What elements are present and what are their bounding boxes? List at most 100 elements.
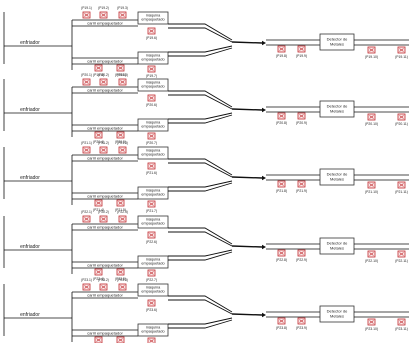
- sensor-label: (P21.3): [117, 141, 128, 145]
- sensor-box-icon[interactable]: [94, 131, 103, 139]
- sensor-box-icon[interactable]: [99, 78, 108, 86]
- cooler-label: enfriador: [20, 107, 40, 113]
- sensor-box-icon[interactable]: [116, 131, 125, 139]
- sensor-box-icon[interactable]: [297, 112, 306, 120]
- sensor-box-icon[interactable]: [367, 181, 376, 189]
- upper-conveyor-rails: [71, 291, 138, 342]
- sensor-label: (P22.1): [81, 210, 92, 214]
- sensor-box-icon[interactable]: [147, 27, 156, 35]
- sensor-label: (P19.8): [276, 54, 287, 58]
- sensor-box-icon[interactable]: [367, 113, 376, 121]
- sensor-box-icon[interactable]: [147, 299, 156, 307]
- sensor-box-icon[interactable]: [277, 249, 286, 257]
- sensor-box-icon[interactable]: [147, 231, 156, 239]
- merge-lines: [168, 158, 233, 192]
- sensor-box-icon[interactable]: [99, 11, 108, 19]
- sensor-box-icon[interactable]: [99, 146, 108, 154]
- sensor-label: (P22.5): [115, 277, 126, 281]
- sensor-box-icon[interactable]: [116, 336, 125, 343]
- sensor-label: (P19.4): [93, 73, 104, 77]
- sensor-box-icon[interactable]: [94, 199, 103, 207]
- packaging-line: enfriador(P21.1)(P21.2)(P21.3)carril emp…: [3, 141, 409, 213]
- sensor-mark: [299, 114, 304, 118]
- sensor-box-icon[interactable]: [297, 45, 306, 53]
- sensor-box-icon[interactable]: [397, 250, 406, 258]
- sensor-label: (P20.5): [115, 140, 126, 144]
- sensor-box-icon[interactable]: [82, 283, 91, 291]
- sensor-box-icon[interactable]: [147, 200, 156, 208]
- sensor-mark: [399, 115, 404, 119]
- machine-top-box: [137, 215, 169, 229]
- sensor-box-icon[interactable]: [147, 65, 156, 73]
- sensor-label: (P22.6): [146, 240, 157, 244]
- sensor-box-icon[interactable]: [147, 337, 156, 343]
- sensor-box-icon[interactable]: [116, 64, 125, 72]
- sensor-mark: [149, 134, 154, 138]
- sensor-box-icon[interactable]: [118, 146, 127, 154]
- sensor-mark: [84, 148, 89, 152]
- sensor-mark: [84, 80, 89, 84]
- packaging-line: enfriador(P20.1)(P20.2)(P20.3)carril emp…: [3, 73, 409, 145]
- packaging-line: enfriador(P23.1)(P23.2)(P23.3)carril emp…: [3, 278, 409, 343]
- sensor-box-icon[interactable]: [82, 78, 91, 86]
- sensor-box-icon[interactable]: [397, 181, 406, 189]
- sensor-box-icon[interactable]: [82, 215, 91, 223]
- sensor-box-icon[interactable]: [397, 46, 406, 54]
- sensor-box-icon[interactable]: [367, 46, 376, 54]
- sensor-mark: [96, 201, 101, 205]
- sensor-mark: [149, 96, 154, 100]
- sensor-box-icon[interactable]: [277, 45, 286, 53]
- sensor-box-icon[interactable]: [147, 94, 156, 102]
- sensor-box-icon[interactable]: [118, 283, 127, 291]
- sensor-box-icon[interactable]: [99, 215, 108, 223]
- sensor-box-icon[interactable]: [147, 132, 156, 140]
- sensor-box-icon[interactable]: [367, 250, 376, 258]
- sensor-label: (P20.11): [395, 122, 408, 126]
- sensor-box-icon[interactable]: [397, 113, 406, 121]
- arrowhead-icon: [262, 175, 266, 181]
- sensor-mark: [279, 251, 284, 255]
- sensor-box-icon[interactable]: [99, 283, 108, 291]
- sensor-mark: [101, 13, 106, 17]
- sensor-mark: [120, 148, 125, 152]
- machine-top-box: [137, 146, 169, 160]
- lower-conveyor-label: carril empaquetador: [87, 59, 123, 64]
- sensor-mark: [101, 285, 106, 289]
- sensor-label: (P22.10): [365, 259, 378, 263]
- sensor-box-icon[interactable]: [277, 180, 286, 188]
- sensor-box-icon[interactable]: [397, 318, 406, 326]
- sensor-box-icon[interactable]: [147, 162, 156, 170]
- upper-conveyor-label: carril empaquetador: [87, 225, 123, 230]
- sensor-box-icon[interactable]: [118, 78, 127, 86]
- sensor-box-icon[interactable]: [277, 317, 286, 325]
- sensor-box-icon[interactable]: [94, 268, 103, 276]
- metal-detector-box: [319, 168, 355, 186]
- sensor-box-icon[interactable]: [297, 180, 306, 188]
- sensor-label: (P19.1): [81, 6, 92, 10]
- sensor-mark: [369, 115, 374, 119]
- sensor-label: (P21.7): [146, 209, 157, 213]
- lower-conveyor-label: carril empaquetador: [87, 194, 123, 199]
- merged-conveyor-rails: [266, 106, 320, 113]
- sensor-box-icon[interactable]: [118, 215, 127, 223]
- sensor-box-icon[interactable]: [297, 249, 306, 257]
- sensor-box-icon[interactable]: [94, 336, 103, 343]
- sensor-box-icon[interactable]: [82, 146, 91, 154]
- sensor-box-icon[interactable]: [82, 11, 91, 19]
- lower-conveyor-rails: [72, 329, 138, 337]
- sensor-box-icon[interactable]: [297, 317, 306, 325]
- sensor-box-icon[interactable]: [147, 269, 156, 277]
- sensor-label: (P19.5): [115, 73, 126, 77]
- sensor-box-icon[interactable]: [116, 199, 125, 207]
- merge-lines: [168, 227, 233, 261]
- sensor-mark: [149, 202, 154, 206]
- sensor-box-icon[interactable]: [277, 112, 286, 120]
- sensor-box-icon[interactable]: [118, 11, 127, 19]
- sensor-box-icon[interactable]: [367, 318, 376, 326]
- sensor-box-icon[interactable]: [116, 268, 125, 276]
- machine-top-box: [137, 11, 169, 25]
- sensor-box-icon[interactable]: [94, 64, 103, 72]
